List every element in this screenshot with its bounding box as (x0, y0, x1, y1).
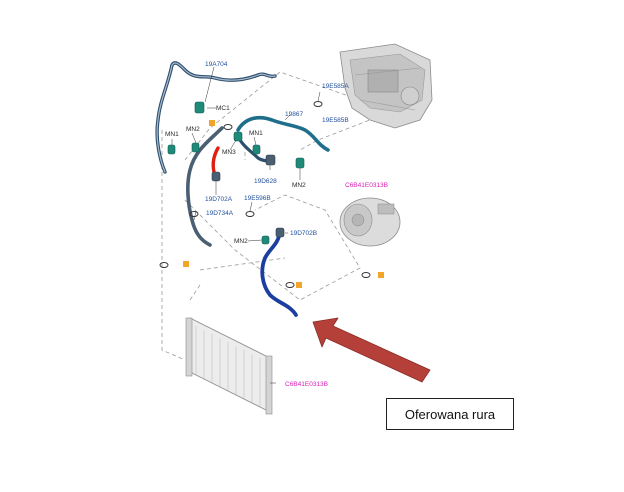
fittings (167, 101, 305, 245)
callout-compressor-part: C6B41E0313B (345, 182, 388, 189)
callout-mn2-top: MN2 (186, 126, 200, 133)
callout-19e585b: 19E585B (322, 117, 349, 124)
callout-19e596b: 19E596B (244, 195, 271, 202)
callout-leaders (171, 66, 321, 384)
pipe-19867 (236, 115, 330, 152)
ac-compressor-illustration (339, 197, 401, 247)
pipe-19a704 (155, 61, 277, 174)
o-ring-icons (159, 101, 371, 288)
callout-mn2-bottom: MN2 (234, 238, 248, 245)
callout-19d702a: 19D702A (205, 196, 233, 203)
callout-19a704: 19A704 (205, 61, 228, 68)
condenser-illustration (185, 317, 273, 415)
dashed-guide-lines (161, 71, 376, 361)
pointer-arrow (312, 317, 431, 383)
orange-marker-icons (183, 120, 384, 288)
callout-condenser-part: C6B41E0313B (285, 381, 328, 388)
offered-pipe-caption-text: Oferowana rura (404, 406, 496, 422)
callout-19e585a: 19E585A (322, 83, 349, 90)
compressor-engine-illustration (339, 43, 433, 129)
callout-mn1-mid: MN1 (249, 130, 263, 137)
callout-19d628: 19D628 (254, 178, 277, 185)
callout-mn2-mid: MN2 (292, 182, 306, 189)
callout-mn3: MN3 (222, 149, 236, 156)
pipe-19d734a (186, 126, 224, 247)
offered-pipe-caption: Oferowana rura (386, 398, 514, 430)
offered-pipe-blue (260, 230, 298, 317)
callout-mc1: MC1 (216, 105, 230, 112)
callout-19867: 19867 (285, 111, 303, 118)
callout-19d702b: 19D702B (290, 230, 317, 237)
pipe-red-highlight (211, 146, 220, 174)
callout-19d734a: 19D734A (206, 210, 234, 217)
callout-mn1-left: MN1 (165, 131, 179, 138)
